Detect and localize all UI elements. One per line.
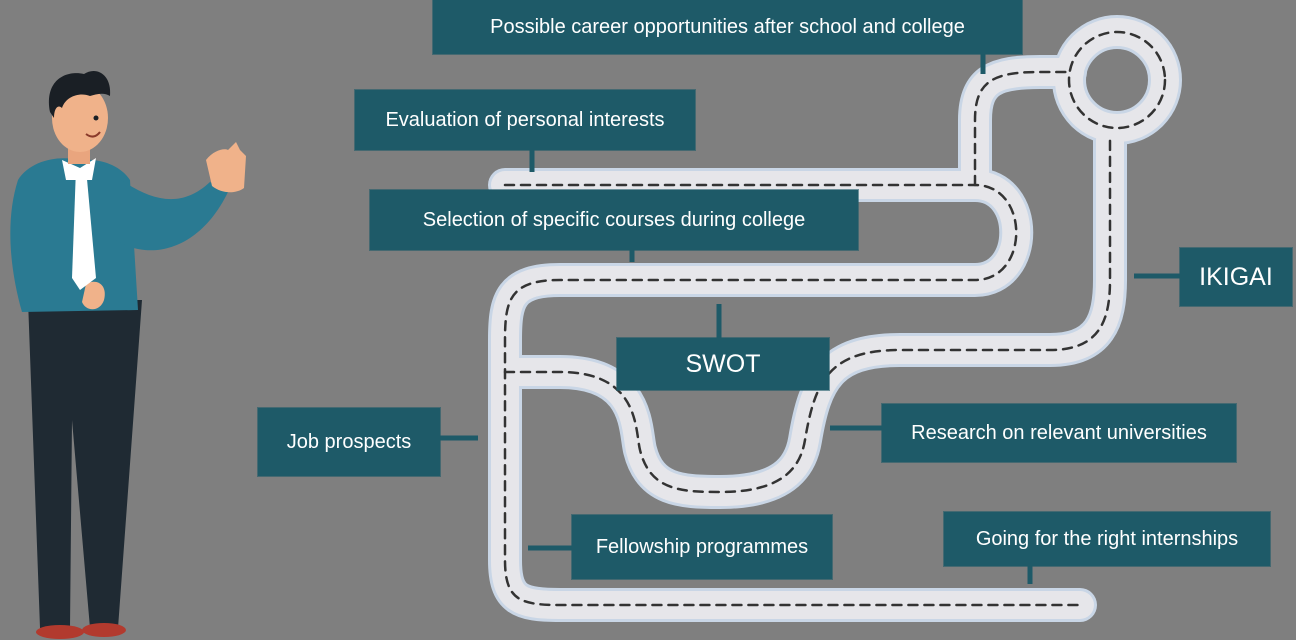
label-specific-courses: Selection of specific courses during col… <box>370 190 858 250</box>
label-ikigai: IKIGAI <box>1180 248 1292 306</box>
road-centerline <box>503 183 1082 607</box>
label-career-opportunities: Possible career opportunities after scho… <box>433 0 1022 54</box>
label-job-prospects: Job prospects <box>258 408 440 476</box>
presenter-smile <box>85 131 101 138</box>
connectors <box>440 54 1180 584</box>
presenter-eye <box>93 115 99 121</box>
road-centerline <box>1067 30 1167 130</box>
presenter-hair <box>48 70 111 118</box>
presenter-man-icon <box>10 70 246 639</box>
presenter-right-shoe <box>82 623 126 637</box>
road-centerline <box>973 70 1072 187</box>
presenter-hand <box>206 142 246 193</box>
presenter-left-shoe <box>36 625 84 639</box>
label-fellowship: Fellowship programmes <box>572 515 832 579</box>
presenter-lower-hand <box>82 281 105 310</box>
label-relevant-universities: Research on relevant universities <box>882 404 1236 462</box>
label-personal-interests: Evaluation of personal interests <box>355 90 695 150</box>
road <box>488 15 1182 622</box>
label-internships: Going for the right internships <box>944 512 1270 566</box>
presenter-arm <box>116 178 228 251</box>
presenter-legs <box>28 300 142 628</box>
road-centerline <box>503 138 1112 494</box>
presenter-tie <box>72 168 96 290</box>
label-swot: SWOT <box>617 338 829 390</box>
